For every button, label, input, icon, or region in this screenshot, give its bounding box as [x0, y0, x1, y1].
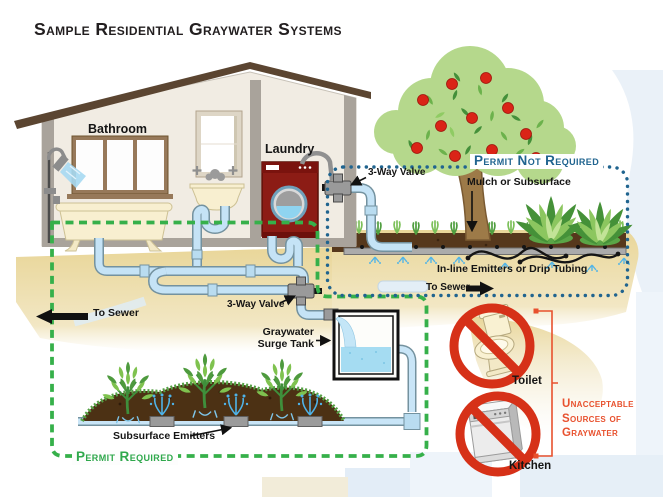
- bracket-tick-top: [533, 308, 539, 314]
- sewer-pipe-right-faded: [377, 280, 429, 293]
- unacceptable-line2: Sources of: [562, 412, 622, 425]
- subsurface-irrigation: [78, 344, 421, 430]
- permit-not-required-label: Permit Not Required: [470, 153, 604, 169]
- annotation-arrows: [36, 175, 494, 437]
- sewer-pipe-left-faded: [72, 296, 147, 327]
- background-watermarks: [262, 70, 663, 497]
- no-kitchen-sign: [455, 391, 541, 477]
- to-sewer-left-label: To Sewer: [93, 307, 139, 319]
- surge-tank-label-line1: Graywater: [262, 326, 314, 338]
- valve-bottom-label: 3-Way Valve: [227, 299, 285, 310]
- sink-icon: [189, 166, 245, 211]
- page-title: Sample Residential Graywater Systems: [34, 19, 342, 39]
- bathroom-label: Bathroom: [88, 122, 148, 136]
- graywater-surge-tank: [323, 308, 400, 381]
- prohibition-bar: [462, 316, 522, 376]
- apple-tree-icon: [374, 46, 576, 241]
- to-sewer-right-label: To Sewer: [426, 282, 470, 293]
- permit-required-border: [50, 220, 429, 458]
- valve-bottom-arrow: [279, 295, 297, 306]
- kitchen-label: Kitchen: [509, 460, 552, 472]
- toilet-label: Toilet: [512, 375, 542, 387]
- to-sewer-left-arrow: [36, 309, 88, 324]
- bathroom-window: [67, 135, 173, 199]
- unacceptable-sources-label: Unacceptable Sources of Graywater: [562, 397, 654, 441]
- washer-icon: [261, 161, 319, 238]
- to-sewer-right-arrow: [466, 281, 494, 296]
- prohibition-ring: [449, 303, 535, 389]
- prohibition-bar: [468, 404, 528, 464]
- pipe-junction: [403, 413, 421, 430]
- sink-window: [195, 110, 243, 178]
- bracket-tick-bottom: [533, 453, 539, 459]
- valve-top-label: 3-Way Valve: [368, 167, 426, 178]
- subsurface-emitters-label: Subsurface Emitters: [113, 430, 216, 442]
- subsurface-emitters-arrow: [189, 424, 233, 437]
- permit-required-label: Permit Required: [72, 449, 178, 465]
- unacceptable-line3: Graywater: [562, 427, 619, 439]
- prohibition-ring: [455, 391, 541, 477]
- valve-top-arrow: [349, 175, 367, 186]
- emitter-blocks: [149, 416, 323, 427]
- unacceptable-line1: Unacceptable: [562, 398, 634, 410]
- laundry-label: Laundry: [265, 142, 315, 156]
- permit-not-required-border: [325, 165, 630, 298]
- surge-tank-label-line2: Surge Tank: [257, 337, 314, 350]
- mulch-label: Mulch or Subsurface: [467, 176, 571, 188]
- no-toilet-sign: [449, 303, 535, 389]
- house: [14, 62, 371, 252]
- bathtub-icon: [53, 196, 173, 252]
- washer-drain-hose: [299, 151, 335, 181]
- pipe-network: [72, 183, 429, 327]
- soil-mound: [82, 382, 344, 421]
- inline-emitters-label: In-line Emitters or Drip Tubing: [437, 263, 588, 275]
- unacceptable-bracket: [536, 310, 558, 457]
- surge-tank-label: Graywater Surge Tank: [244, 326, 314, 350]
- drip-tubing: [465, 246, 631, 273]
- shower-icon: [44, 147, 86, 243]
